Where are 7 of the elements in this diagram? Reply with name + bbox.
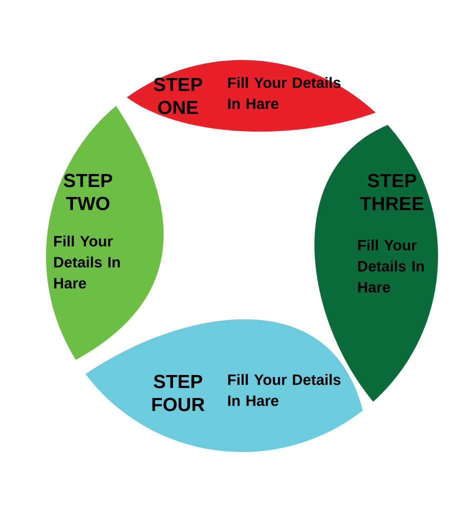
step-description: Fill Your Details In Hare — [54, 236, 120, 288]
step-description: Fill Your Details In Hare — [228, 374, 340, 406]
step-heading: STEP TWO — [64, 174, 112, 210]
step-heading: STEP THREE — [360, 174, 424, 210]
step-heading: STEP ONE — [154, 78, 202, 114]
step-description: Fill Your Details In Hare — [358, 240, 424, 292]
step-heading: STEP FOUR — [152, 374, 205, 412]
